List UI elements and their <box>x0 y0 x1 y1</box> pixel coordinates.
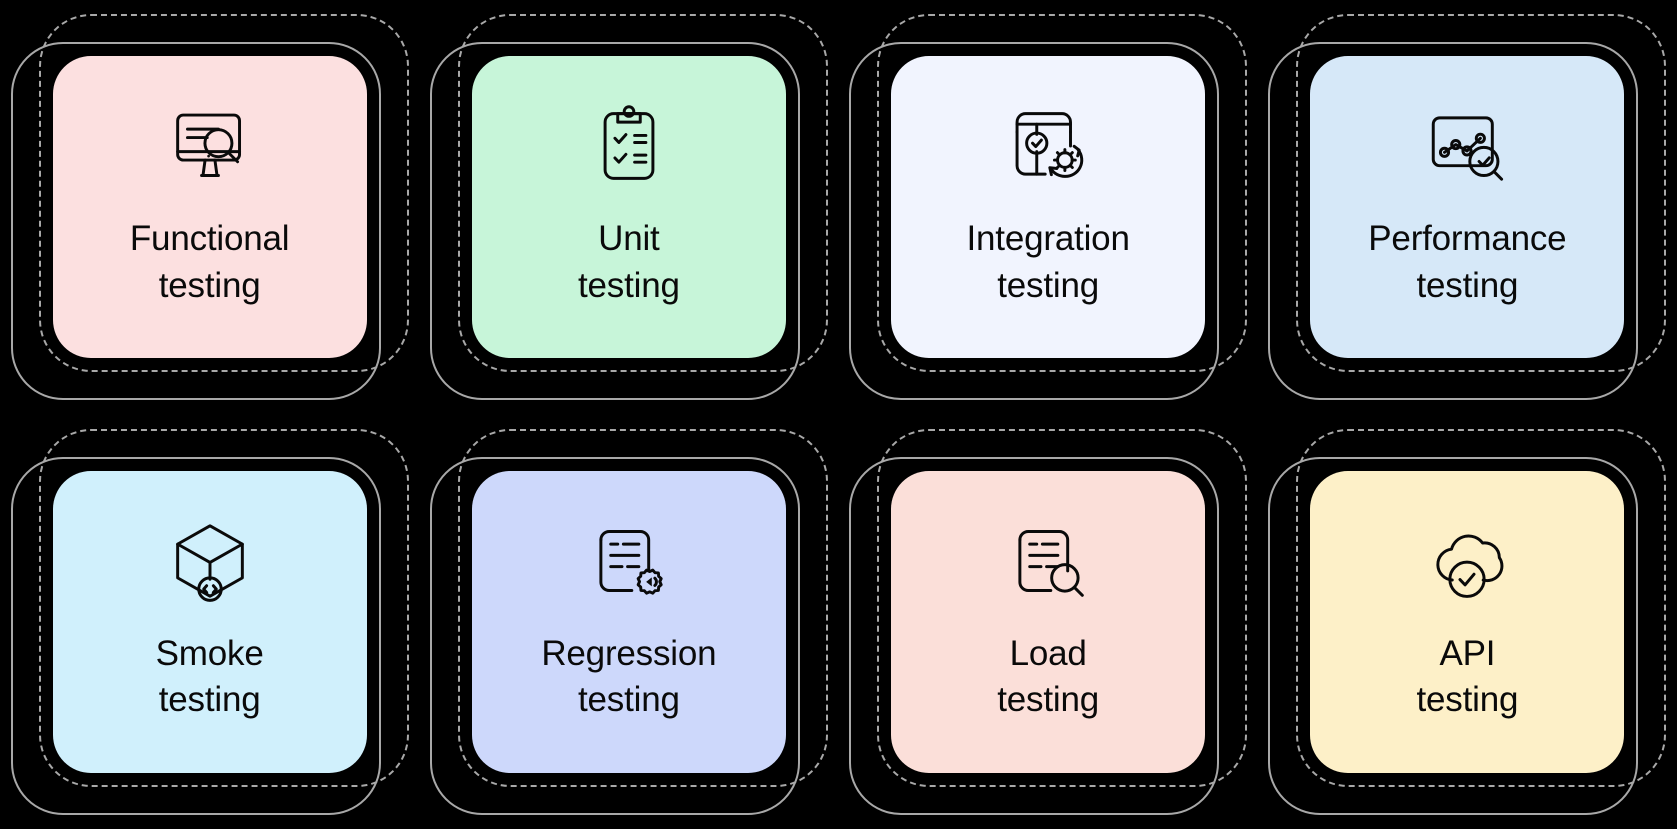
document-search-icon <box>1000 517 1096 605</box>
card-integration-testing[interactable]: Integration testing <box>891 56 1206 359</box>
card-label-api-testing: API testing <box>1416 633 1519 720</box>
card-performance-testing[interactable]: Performance testing <box>1310 56 1625 359</box>
clipboard-checklist-icon <box>581 102 677 190</box>
card-label-performance-testing: Performance testing <box>1368 219 1567 305</box>
card-cell-regression-testing: Regression testing <box>419 415 838 829</box>
card-functional-testing[interactable]: Functional testing <box>52 56 367 359</box>
card-unit-testing[interactable]: Unit testing <box>471 56 786 359</box>
card-cell-load-testing: Load testing <box>839 415 1258 829</box>
cube-code-icon <box>162 517 258 605</box>
card-cell-smoke-testing: Smoke testing <box>0 415 419 829</box>
card-label-regression-testing: Regression testing <box>541 633 717 720</box>
card-label-functional-testing: Functional testing <box>129 219 290 305</box>
card-label-integration-testing: Integration testing <box>966 219 1130 305</box>
cloud-check-icon <box>1419 517 1515 605</box>
card-cell-unit-testing: Unit testing <box>419 0 838 415</box>
card-label-load-testing: Load testing <box>997 633 1099 720</box>
card-load-testing[interactable]: Load testing <box>891 470 1206 773</box>
line-chart-search-icon <box>1419 102 1515 190</box>
card-smoke-testing[interactable]: Smoke testing <box>52 470 367 773</box>
card-api-testing[interactable]: API testing <box>1310 470 1625 773</box>
card-cell-api-testing: API testing <box>1258 415 1677 829</box>
card-cell-functional-testing: Functional testing <box>0 0 419 415</box>
card-label-smoke-testing: Smoke testing <box>155 633 264 720</box>
document-gear-icon <box>581 517 677 605</box>
card-label-unit-testing: Unit testing <box>578 219 680 305</box>
window-check-gear-icon <box>1000 102 1096 190</box>
card-cell-integration-testing: Integration testing <box>839 0 1258 415</box>
card-cell-performance-testing: Performance testing <box>1258 0 1677 415</box>
monitor-search-icon <box>162 102 258 190</box>
card-regression-testing[interactable]: Regression testing <box>471 470 786 773</box>
